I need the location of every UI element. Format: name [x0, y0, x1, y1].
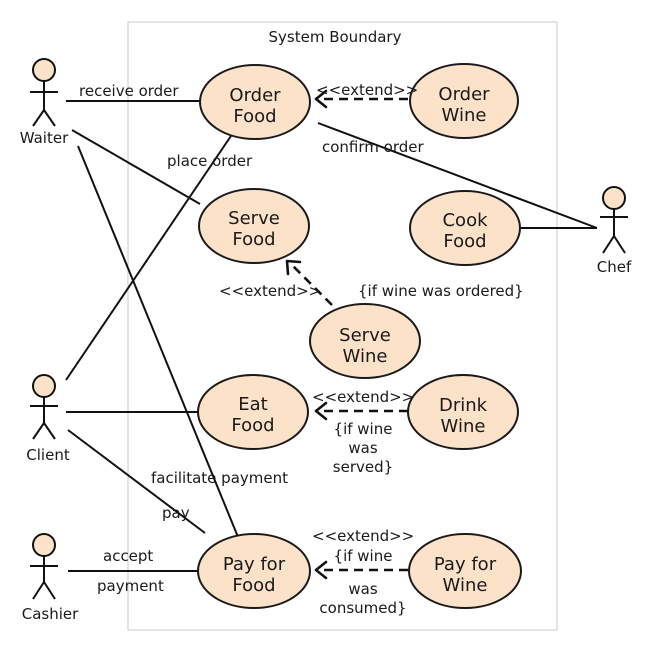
client-pay-food-line — [67, 429, 206, 534]
condition-wine-served-2: was — [348, 439, 377, 457]
pay-label: pay — [162, 504, 190, 522]
waiter-pay-food-line — [77, 145, 239, 538]
use-case-order-food: Order Food — [199, 64, 311, 140]
actor-client: Client — [26, 374, 70, 464]
extend-label-pay-wine: <<extend>> — [312, 527, 414, 545]
extend-serve-wine-line — [289, 262, 333, 306]
extend-arrows — [285, 89, 408, 580]
cashier-label: Cashier — [22, 605, 79, 623]
condition-wine-consumed-2: was — [348, 580, 377, 598]
facilitate-payment-label: facilitate payment — [151, 469, 288, 487]
cashier-head — [32, 533, 56, 557]
place-order-label: place order — [167, 152, 253, 170]
condition-wine-consumed-3: consumed} — [319, 599, 406, 617]
use-case-serve-wine: Serve Wine — [309, 303, 421, 379]
order-food-label-1: Order — [229, 85, 281, 106]
use-case-pay-wine: Pay for Wine — [408, 533, 522, 609]
drink-wine-label-1: Drink — [439, 395, 488, 416]
pay-wine-label-2: Wine — [443, 575, 488, 596]
actor-chef: Chef — [597, 186, 632, 276]
use-case-pay-food: Pay for Food — [197, 533, 311, 609]
serve-wine-label-1: Serve — [339, 325, 391, 346]
use-case-order-wine: Order Wine — [409, 63, 519, 139]
confirm-order-label: confirm order — [322, 138, 424, 156]
cook-food-label-1: Cook — [442, 210, 488, 231]
use-case-drink-wine: Drink Wine — [407, 374, 519, 450]
serve-food-label-1: Serve — [228, 208, 280, 229]
condition-wine-served-1: {if wine — [334, 420, 393, 438]
condition-wine-served-3: served} — [333, 458, 393, 476]
actor-cashier: Cashier — [22, 533, 79, 623]
drink-wine-label-2: Wine — [441, 416, 486, 437]
serve-wine-label-2: Wine — [343, 346, 388, 367]
order-wine-label-2: Wine — [442, 105, 487, 126]
use-case-eat-food: Eat Food — [197, 374, 309, 450]
extend-order-wine-arrowhead — [314, 89, 328, 109]
condition-wine-ordered: {if wine was ordered} — [358, 282, 524, 300]
eat-food-label-2: Food — [231, 415, 274, 436]
waiter-label: Waiter — [20, 129, 69, 147]
system-boundary-title: System Boundary — [269, 28, 402, 46]
waiter-serve-food-line — [71, 129, 201, 205]
extend-label-order-wine: <<extend>> — [316, 81, 418, 99]
client-head — [32, 374, 56, 398]
serve-food-label-2: Food — [232, 229, 275, 250]
use-case-cook-food: Cook Food — [409, 190, 521, 266]
eat-food-label-1: Eat — [238, 394, 267, 415]
pay-food-label-2: Food — [232, 575, 275, 596]
receive-order-label: receive order — [79, 82, 179, 100]
extend-label-drink-wine: <<extend>> — [312, 388, 414, 406]
chef-label: Chef — [597, 258, 632, 276]
use-case-serve-food: Serve Food — [198, 188, 310, 264]
actor-waiter: Waiter — [20, 58, 69, 147]
extend-label-serve-wine: <<extend>> — [219, 282, 321, 300]
accept-label: accept — [103, 547, 153, 565]
order-wine-label-1: Order — [438, 84, 490, 105]
cook-food-label-2: Food — [443, 231, 486, 252]
pay-wine-label-1: Pay for — [434, 554, 497, 575]
condition-wine-consumed-1: {if wine — [334, 547, 393, 565]
waiter-head — [32, 58, 56, 82]
chef-order-food-line — [317, 122, 598, 229]
payment-label: payment — [97, 577, 164, 595]
extend-drink-wine-arrowhead — [314, 401, 328, 421]
order-food-label-2: Food — [233, 106, 276, 127]
associations — [65, 100, 598, 572]
chef-head — [602, 186, 626, 210]
client-label: Client — [26, 446, 70, 464]
extend-serve-wine-arrowhead — [285, 259, 302, 276]
extend-pay-wine-arrowhead — [314, 560, 328, 580]
client-order-food-line — [65, 129, 236, 381]
pay-food-label-1: Pay for — [223, 554, 286, 575]
